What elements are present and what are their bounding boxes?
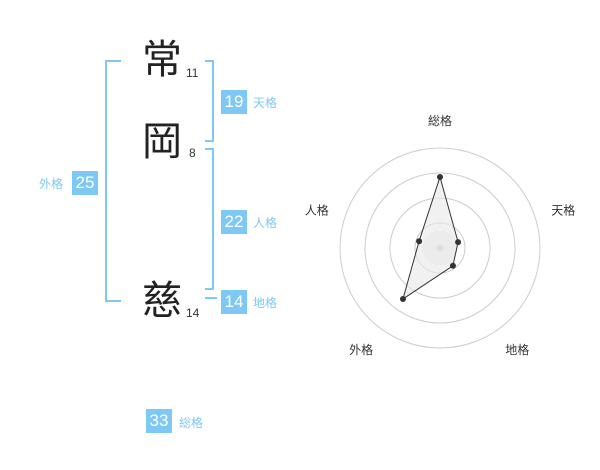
gaikaku-label: 外格	[39, 177, 64, 191]
radar-axis-label: 地格	[505, 342, 529, 357]
radar-point-1	[437, 174, 443, 180]
name-char-2: 岡	[142, 119, 182, 165]
radar-point-5	[416, 238, 423, 245]
name-char-3: 慈	[142, 278, 182, 324]
radar-ring	[339, 147, 541, 349]
radar-axis-label: 天格	[551, 202, 575, 217]
gaikaku-value: 25	[72, 171, 98, 195]
name-char-1: 常	[142, 37, 182, 83]
radar-axis-label: 総格	[428, 113, 452, 128]
jinkaku-value: 22	[221, 210, 247, 234]
tenkaku-bracket	[205, 60, 214, 142]
radar-point-4	[399, 295, 406, 302]
chikaku-label: 地格	[253, 296, 278, 310]
radar-ring	[364, 172, 516, 324]
tenkaku-label: 天格	[253, 96, 278, 110]
outer-bracket	[105, 60, 121, 302]
radar-data-polygon	[402, 175, 459, 301]
tenkaku-value: 19	[221, 90, 247, 114]
stroke-count-2: 8	[189, 146, 196, 160]
stroke-count-1: 11	[186, 66, 199, 80]
radar-axis-label: 外格	[349, 342, 373, 357]
radar-point-2	[455, 239, 462, 246]
chikaku-value: 14	[221, 290, 247, 314]
radar-point-3	[449, 262, 456, 269]
jinkaku-bracket	[205, 148, 214, 290]
soukaku-value: 33	[146, 409, 172, 433]
radar-axis-label: 人格	[305, 202, 329, 217]
stroke-count-3: 14	[186, 306, 200, 320]
jinkaku-label: 人格	[253, 216, 278, 230]
soukaku-label: 総格	[179, 416, 204, 430]
chikaku-connector	[205, 297, 217, 299]
